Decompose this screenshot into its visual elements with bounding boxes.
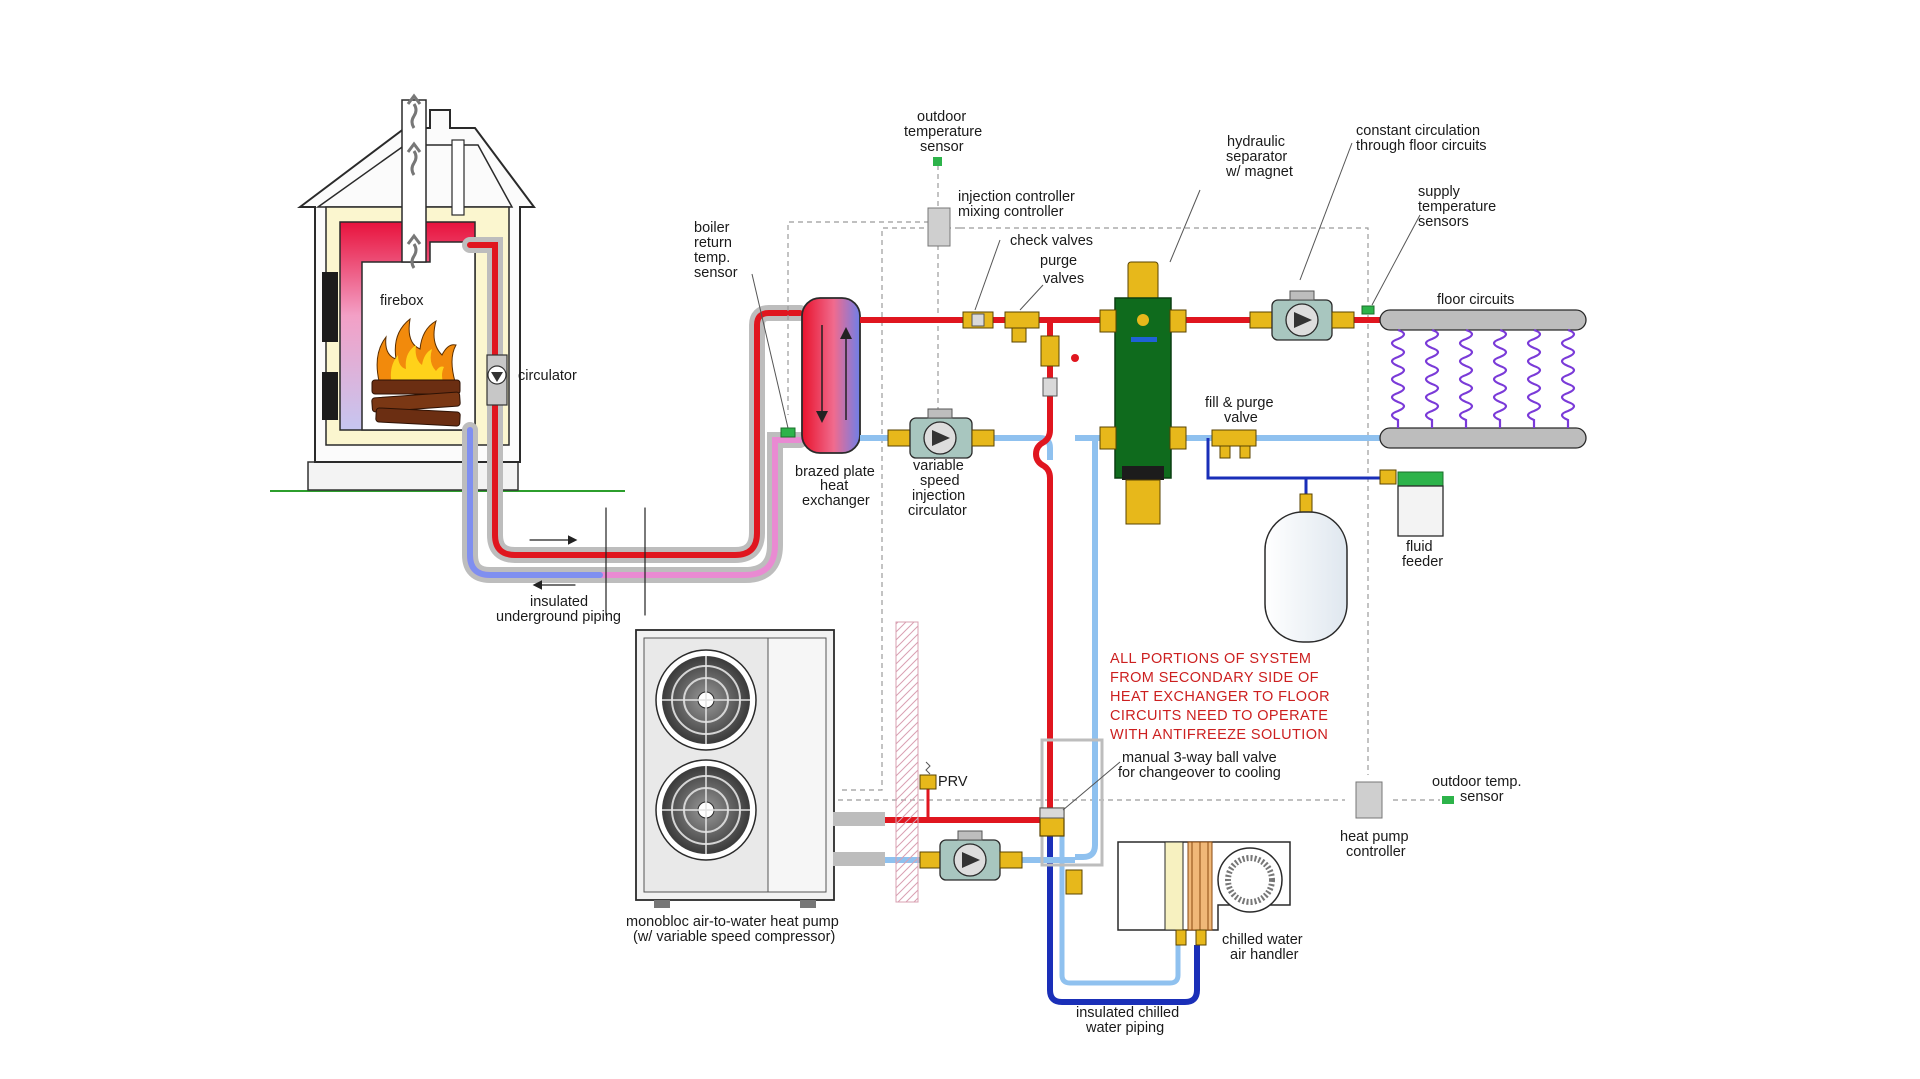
outdoor-temp-label-3: sensor <box>920 139 964 155</box>
purge-valves-label-1: purge <box>1040 253 1077 269</box>
boiler-return-sensor <box>751 273 796 438</box>
boiler-circulator <box>486 354 508 406</box>
warning-line-2: FROM SECONDARY SIDE OF <box>1110 670 1319 686</box>
circulator-label-2: speed <box>920 473 960 489</box>
floor-loop <box>1458 328 1474 428</box>
heat-pump-controller <box>1355 781 1383 819</box>
supply-temperature-sensor <box>1361 305 1375 315</box>
constant-circulation-label-1: constant circulation <box>1356 123 1480 139</box>
circulator-label: circulator <box>518 368 577 384</box>
injection-circulator <box>887 408 995 459</box>
floor-circulator <box>1249 290 1355 341</box>
wood-boiler <box>297 93 536 463</box>
injection-controller <box>927 207 951 247</box>
floor-loop <box>1424 328 1440 428</box>
check-valves-label: check valves <box>1010 233 1093 249</box>
outdoor-temp2-label-1: outdoor temp. <box>1432 774 1521 790</box>
manual-valve-label-2: for changeover to cooling <box>1118 765 1281 781</box>
warning-line-1: ALL PORTIONS OF SYSTEM <box>1110 651 1311 667</box>
floor-loop <box>1492 328 1508 428</box>
outdoor-temperature-sensor <box>933 157 942 166</box>
hp-controller-label-1: heat pump <box>1340 829 1409 845</box>
boiler-return-label-3: temp. <box>694 250 730 266</box>
underground-piping <box>462 237 808 616</box>
underground-label-1: insulated <box>530 594 588 610</box>
fill-purge-valve <box>1211 429 1257 459</box>
purge-valve <box>1004 311 1040 343</box>
outdoor-temp-sensor-2 <box>1442 796 1454 804</box>
fluid-feeder <box>1379 469 1444 537</box>
fan-icon <box>655 649 757 751</box>
outdoor-temp-label-2: temperature <box>904 124 982 140</box>
floor-circuits-label: floor circuits <box>1437 292 1514 308</box>
chilled-piping-label-1: insulated chilled <box>1076 1005 1179 1021</box>
circulator-label-4: circulator <box>908 503 967 519</box>
boiler-foundation <box>307 461 519 491</box>
floor-loop <box>1560 328 1576 428</box>
fluid-feeder-label-2: feeder <box>1402 554 1443 570</box>
tee-purge-valve <box>1040 335 1079 397</box>
warning-line-3: HEAT EXCHANGER TO FLOOR <box>1110 689 1330 705</box>
firebox-label: firebox <box>380 293 424 309</box>
monobloc-heat-pump <box>635 629 835 908</box>
outdoor-temp-label-1: outdoor <box>917 109 966 125</box>
hx-label-2: heat <box>820 478 848 494</box>
supply-sensor-label-2: temperature <box>1418 199 1496 215</box>
floor-loop <box>1526 328 1542 428</box>
separator-label-3: w/ magnet <box>1225 164 1293 180</box>
floor-loop <box>1390 328 1406 428</box>
circulator-label-3: injection <box>912 488 965 504</box>
hx-label-1: brazed plate <box>795 464 875 480</box>
supply-sensor-label-1: supply <box>1418 184 1461 200</box>
brazed-plate-heat-exchanger <box>801 297 861 454</box>
underground-label-2: underground piping <box>496 609 621 625</box>
fan-icon <box>655 759 757 861</box>
riser-insulation <box>1040 738 1104 867</box>
heat-pump-label-1: monobloc air-to-water heat pump <box>626 914 839 930</box>
hydraulic-separator <box>1099 261 1187 525</box>
control-wiring <box>787 165 1440 801</box>
hx-label-3: exchanger <box>802 493 870 509</box>
circulator-label-1: variable <box>913 458 964 474</box>
prv-label: PRV <box>938 774 968 790</box>
injection-controller-label-1: injection controller <box>958 189 1075 205</box>
manual-valve-label-1: manual 3-way ball valve <box>1122 750 1277 766</box>
separator-label-1: hydraulic <box>1227 134 1285 150</box>
boiler-return-label-1: boiler <box>694 220 730 236</box>
supply-sensor-label-3: sensors <box>1418 214 1469 230</box>
boiler-return-label-2: return <box>694 235 732 251</box>
boiler-return-label-4: sensor <box>694 265 738 281</box>
fire-icon <box>376 317 457 386</box>
hp-controller-label-2: controller <box>1346 844 1406 860</box>
fluid-feeder-label-1: fluid <box>1406 539 1433 555</box>
exterior-wall <box>895 621 919 903</box>
three-way-ball-valve <box>1039 807 1065 837</box>
separator-label-2: separator <box>1226 149 1287 165</box>
constant-circulation-label-2: through floor circuits <box>1356 138 1487 154</box>
outdoor-temp2-label-2: sensor <box>1460 789 1504 805</box>
floor-circuits <box>1379 309 1587 449</box>
prv-valve <box>919 761 937 790</box>
chilled-water-air-handler <box>1117 841 1291 946</box>
purge-valves-label-2: valves <box>1043 271 1084 287</box>
firewood-icon <box>371 379 461 427</box>
warning-line-5: WITH ANTIFREEZE SOLUTION <box>1110 727 1328 743</box>
fill-purge-label-2: valve <box>1224 410 1258 426</box>
heat-pump-label-2: (w/ variable speed compressor) <box>633 929 835 945</box>
air-handler-label-2: air handler <box>1230 947 1299 963</box>
chilled-purge-valve <box>1065 869 1083 895</box>
fill-purge-label-1: fill & purge <box>1205 395 1274 411</box>
injection-controller-label-2: mixing controller <box>958 204 1064 220</box>
check-valve <box>962 311 994 329</box>
chilled-piping-label-2: water piping <box>1085 1020 1164 1036</box>
heat-pump-circulator <box>919 830 1023 881</box>
air-handler-label-1: chilled water <box>1222 932 1303 948</box>
expansion-tank <box>1264 493 1348 643</box>
warning-line-4: CIRCUITS NEED TO OPERATE <box>1110 708 1328 724</box>
smoke-arrow-icon <box>406 93 422 269</box>
